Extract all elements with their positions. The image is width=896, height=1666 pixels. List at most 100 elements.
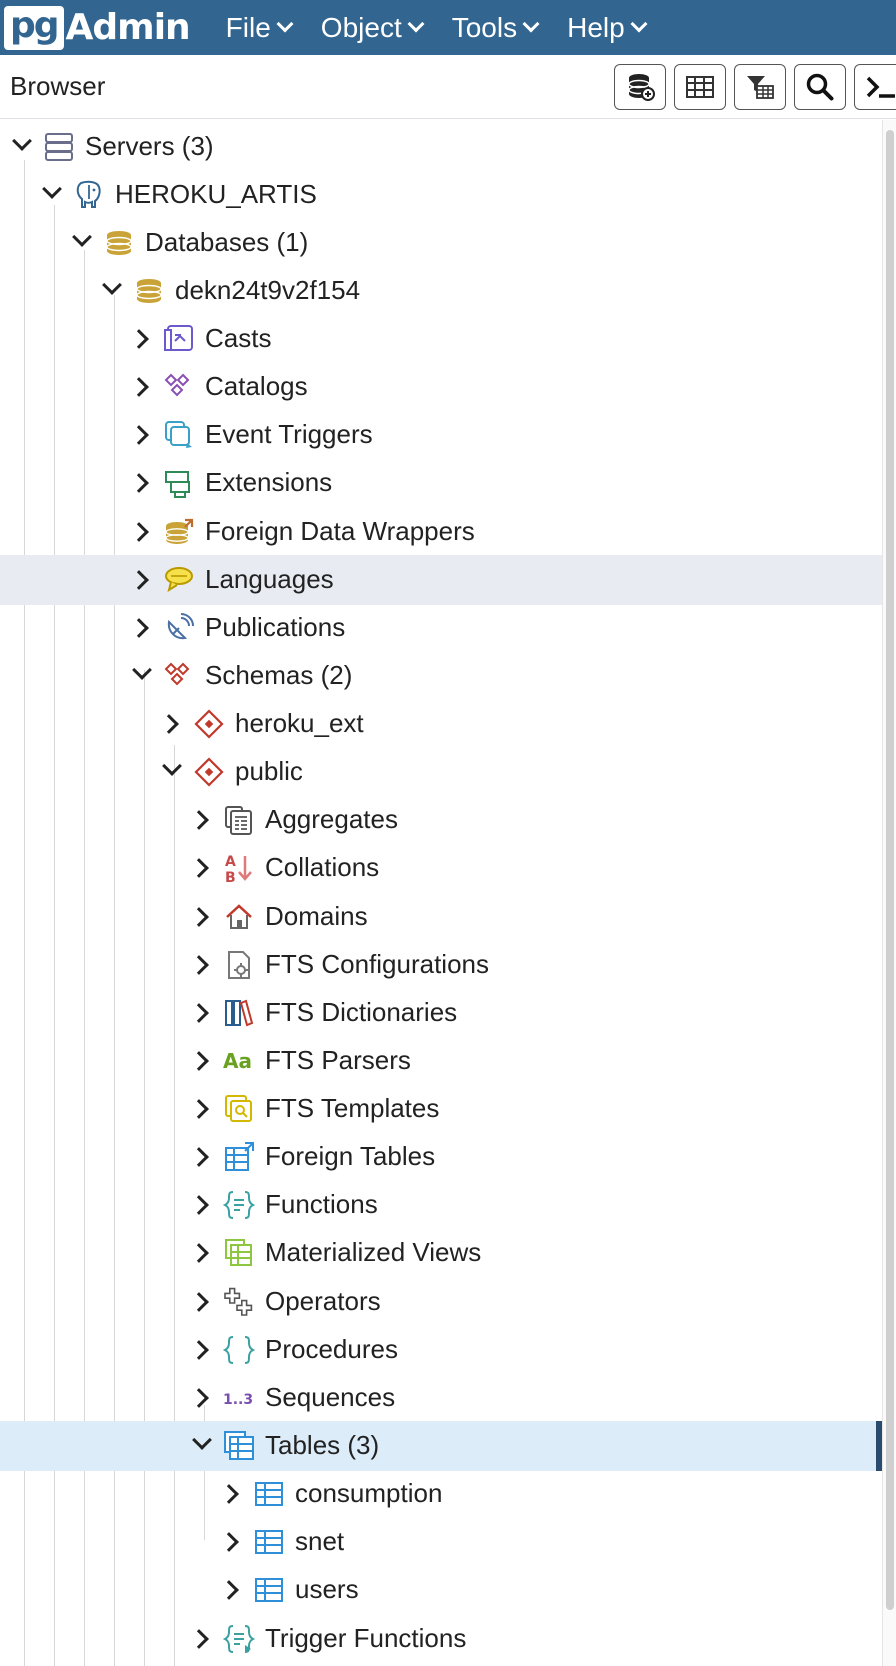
casts-icon (162, 322, 196, 356)
tree-node-domains[interactable]: Domains (0, 892, 882, 942)
tree-node-label: Servers (3) (85, 130, 214, 161)
postgres-elephant-icon (72, 178, 106, 212)
tree-node-fts-configurations[interactable]: FTS Configurations (0, 940, 882, 990)
tree-node-tables-3[interactable]: Tables (3) (0, 1421, 882, 1471)
trigger-functions-icon (222, 1622, 256, 1656)
tree-node-operators[interactable]: Operators (0, 1277, 882, 1327)
tree-node-fts-templates[interactable]: FTS Templates (0, 1084, 882, 1134)
chevron-down-icon[interactable] (162, 756, 182, 777)
chevron-right-icon[interactable] (129, 377, 149, 398)
menu-file[interactable]: File (225, 11, 294, 44)
tree-node-label: FTS Configurations (265, 948, 489, 979)
tree-guide-line (84, 250, 85, 1666)
chevron-right-icon[interactable] (129, 425, 149, 446)
servers-icon (42, 130, 76, 164)
tree-node-users[interactable]: users (0, 1565, 882, 1615)
chevron-right-icon[interactable] (189, 1147, 209, 1168)
menu-file-label: File (225, 11, 271, 43)
menu-tools[interactable]: Tools (452, 12, 540, 44)
chevron-right-icon[interactable] (189, 1387, 209, 1408)
chevron-right-icon[interactable] (129, 473, 149, 494)
chevron-right-icon[interactable] (189, 906, 209, 927)
tree-node-consumption[interactable]: consumption (0, 1469, 882, 1519)
tree-node-publications[interactable]: Publications (0, 603, 882, 653)
tree-node-sequences[interactable]: 1..3 Sequences (0, 1373, 882, 1423)
chevron-right-icon[interactable] (189, 1291, 209, 1312)
tree-node-label: Domains (265, 900, 368, 931)
chevron-right-icon[interactable] (189, 1002, 209, 1023)
tree-node-functions[interactable]: Functions (0, 1180, 882, 1230)
chevron-right-icon[interactable] (189, 810, 209, 831)
chevron-right-icon[interactable] (219, 1532, 239, 1553)
chevron-right-icon[interactable] (219, 1484, 239, 1505)
tree-node-materialized-views[interactable]: Materialized Views (0, 1228, 882, 1278)
tree-node-servers-3[interactable]: Servers (3) (0, 122, 882, 172)
svg-text:A: A (225, 854, 236, 870)
tree-node-foreign-data-wrappers[interactable]: Foreign Data Wrappers (0, 507, 882, 557)
query-tool-button[interactable] (614, 64, 666, 110)
tree-node-heroku-artis[interactable]: HEROKU_ARTIS (0, 170, 882, 220)
tree-guide-line (174, 745, 175, 1666)
filtered-rows-button[interactable] (734, 64, 786, 110)
tree-node-label: HEROKU_ARTIS (115, 178, 317, 209)
chevron-right-icon[interactable] (219, 1580, 239, 1601)
tree-guide-line (114, 295, 115, 1666)
chevron-right-icon[interactable] (189, 1195, 209, 1216)
tree-node-casts[interactable]: Casts (0, 314, 882, 364)
tree-node-procedures[interactable]: Procedures (0, 1325, 882, 1375)
chevron-down-icon (630, 15, 648, 32)
pgadmin-logo: pg Admin (4, 0, 191, 55)
tree-node-foreign-tables[interactable]: Foreign Tables (0, 1132, 882, 1182)
chevron-right-icon[interactable] (129, 617, 149, 638)
menu-help[interactable]: Help (567, 12, 648, 44)
chevron-right-icon[interactable] (129, 329, 149, 349)
tree-node-label: Sequences (265, 1381, 396, 1412)
chevron-right-icon[interactable] (159, 714, 179, 734)
chevron-right-icon[interactable] (189, 954, 209, 975)
tree-node-snet[interactable]: snet (0, 1517, 882, 1567)
tree-scrollbar-thumb[interactable] (886, 130, 894, 1610)
tree-node-label: Tables (3) (265, 1430, 380, 1460)
menu-object[interactable]: Object (321, 12, 425, 44)
tree-node-label: Schemas (2) (205, 659, 353, 690)
chevron-down-icon[interactable] (102, 274, 122, 295)
chevron-down-icon[interactable] (42, 178, 62, 199)
menu-bar: pg Admin File Object Tools Help (0, 0, 896, 55)
chevron-right-icon[interactable] (189, 1051, 209, 1071)
tree-node-schemas-2[interactable]: Schemas (2) (0, 651, 882, 701)
view-data-button[interactable] (674, 64, 726, 110)
tree-node-fts-dictionaries[interactable]: FTS Dictionaries (0, 988, 882, 1038)
sequences-icon: 1..3 (222, 1381, 256, 1415)
chevron-down-icon[interactable] (132, 660, 152, 680)
tree-node-public[interactable]: public (0, 747, 882, 797)
psql-tool-button[interactable] (854, 64, 896, 110)
chevron-right-icon[interactable] (189, 858, 209, 879)
event-triggers-icon (162, 418, 196, 452)
tree-node-label: Publications (205, 611, 346, 642)
chevron-down-icon[interactable] (72, 226, 92, 247)
tree-guide-line (24, 160, 25, 1666)
chevron-down-icon[interactable] (192, 1430, 212, 1450)
tree-node-catalogs[interactable]: Catalogs (0, 362, 882, 412)
tree-node-dekn24t9v2f154[interactable]: dekn24t9v2f154 (0, 266, 882, 316)
chevron-right-icon[interactable] (129, 521, 149, 542)
chevron-right-icon[interactable] (189, 1099, 209, 1119)
functions-icon (222, 1188, 256, 1222)
tree-node-label: Aggregates (265, 804, 398, 835)
tree-node-heroku-ext[interactable]: heroku_ext (0, 699, 882, 749)
tree-node-databases-1[interactable]: Databases (1) (0, 218, 882, 268)
tree-node-languages[interactable]: Languages (0, 554, 882, 605)
chevron-down-icon[interactable] (12, 130, 32, 151)
chevron-right-icon[interactable] (189, 1628, 209, 1649)
chevron-right-icon[interactable] (129, 569, 149, 590)
chevron-right-icon[interactable] (189, 1243, 209, 1264)
tree-node-trigger-functions[interactable]: Trigger Functions (0, 1614, 882, 1664)
tree-node-label: Trigger Functions (265, 1622, 467, 1653)
tree-node-aggregates[interactable]: Aggregates (0, 795, 882, 845)
chevron-right-icon[interactable] (189, 1339, 209, 1360)
tree-node-event-triggers[interactable]: Event Triggers (0, 410, 882, 460)
tree-node-extensions[interactable]: Extensions (0, 458, 882, 508)
search-objects-button[interactable] (794, 64, 846, 110)
